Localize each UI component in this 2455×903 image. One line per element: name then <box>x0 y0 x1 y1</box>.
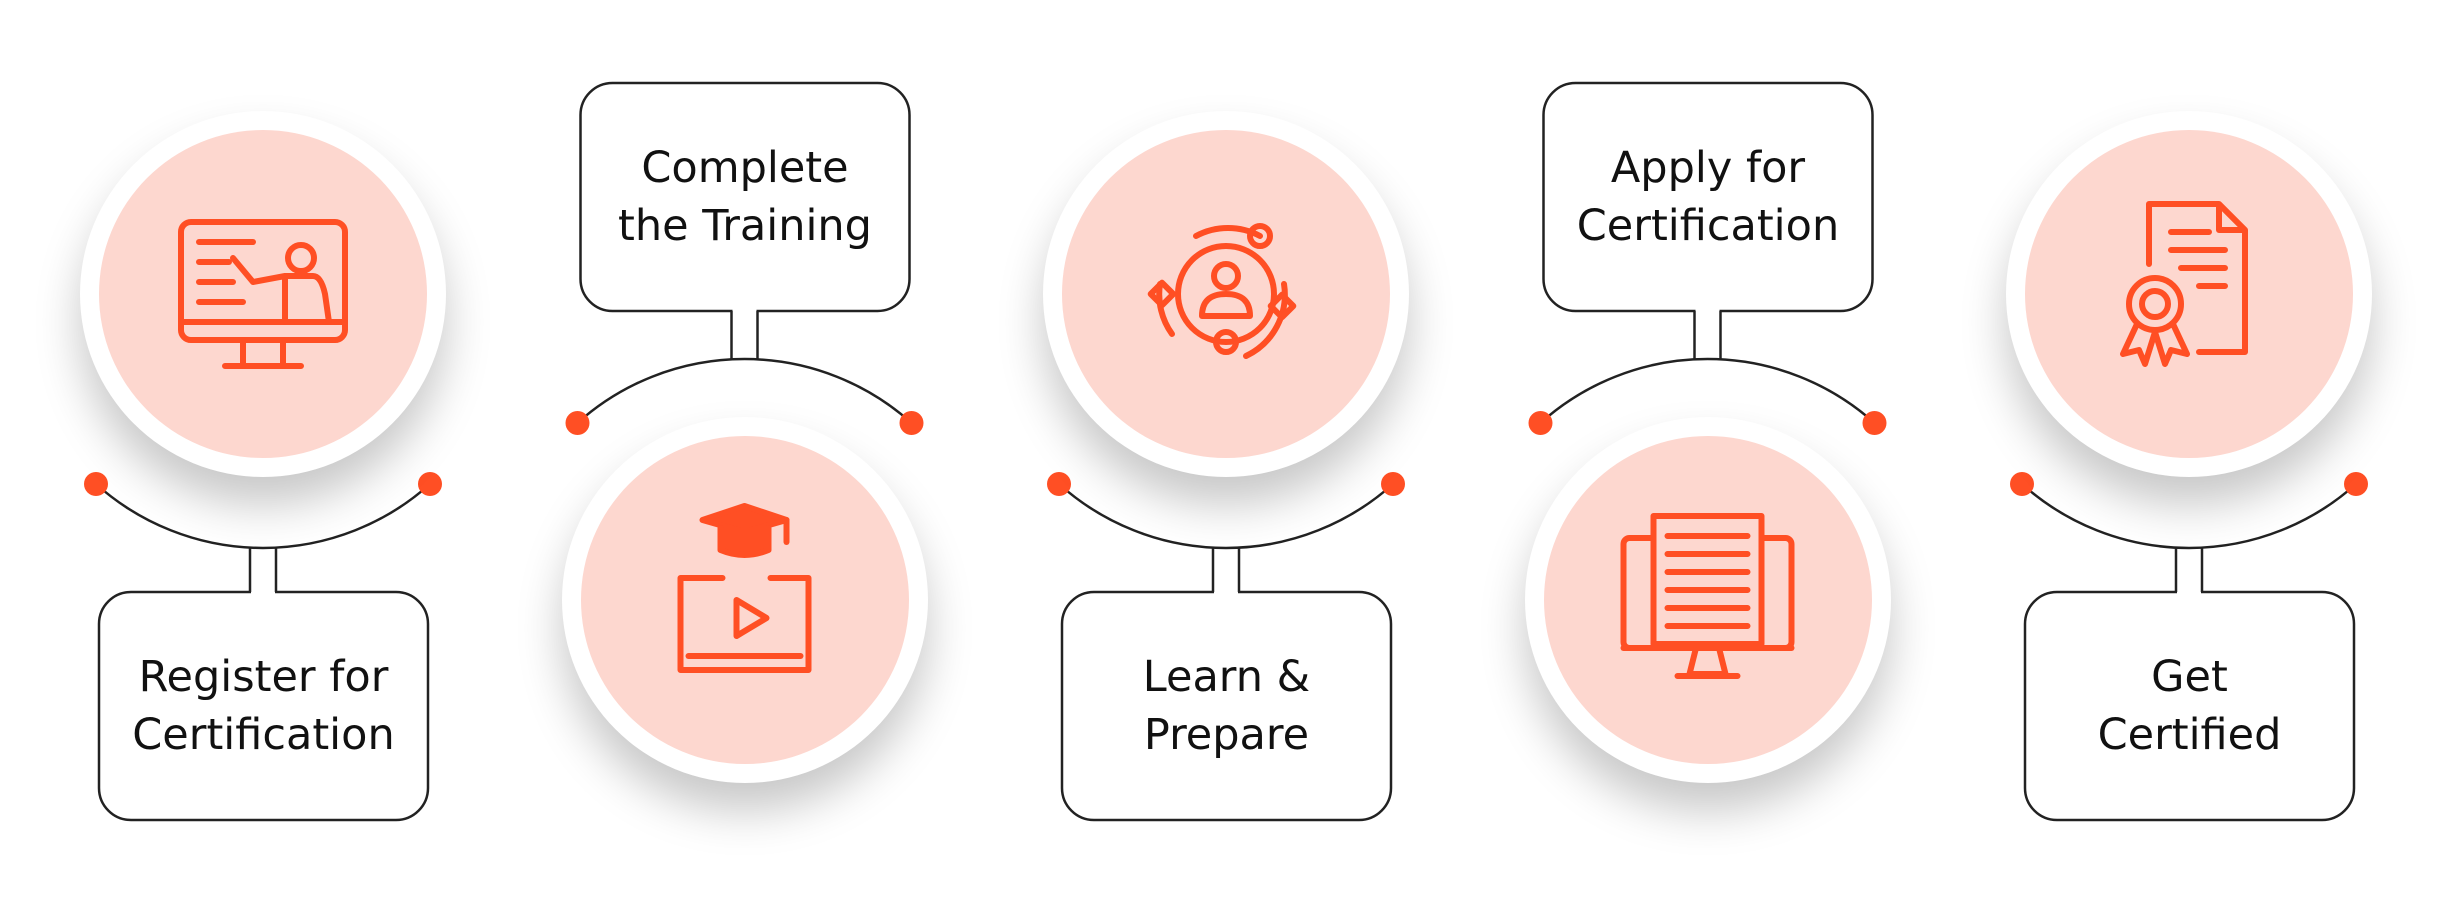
step-label-line: Complete <box>641 143 849 193</box>
step-circle <box>561 417 928 783</box>
connector-dot <box>2344 472 2368 496</box>
step-label-line: Certification <box>132 710 395 760</box>
step-connector <box>2010 472 2368 822</box>
step-label-line: Register for <box>138 652 389 702</box>
online-teaching-monitor-icon <box>178 219 348 369</box>
certificate-document-icon <box>2120 201 2248 367</box>
arc-connector <box>1058 483 1394 550</box>
step-circle-fill <box>99 130 427 458</box>
step-circle <box>1524 417 1891 783</box>
step-label-line: Certification <box>1576 201 1840 251</box>
online-application-monitor-icon <box>1620 513 1795 679</box>
video-course-graduation-cap-icon <box>677 503 812 673</box>
step-label: Complete the Training <box>581 83 910 311</box>
step-label-line: Learn & <box>1142 652 1311 702</box>
connector-dot <box>899 411 924 435</box>
connector-dot <box>2010 472 2034 496</box>
arc-connector <box>1539 357 1876 424</box>
arc-connector <box>576 357 913 424</box>
step-label: Learn & Prepare <box>1062 592 1391 820</box>
step-connector <box>84 472 442 822</box>
connector-dot <box>1528 411 1553 435</box>
connector-dot <box>565 411 590 435</box>
connector-dot <box>1047 472 1071 496</box>
step-connector <box>1528 81 1887 435</box>
step-circle-fill <box>2025 130 2353 458</box>
step-label-line: Prepare <box>1143 710 1310 760</box>
connector-dot <box>1862 411 1887 435</box>
step-circle-fill <box>580 436 909 764</box>
step-connector <box>565 81 924 435</box>
step-circle <box>2006 111 2372 477</box>
step-label-line: Apply for <box>1610 143 1806 193</box>
step-label-line: Get <box>2151 652 2228 702</box>
connector-dot <box>84 472 108 496</box>
step-label-line: Certified <box>2097 710 2282 760</box>
learner-cycle-icon <box>1147 223 1297 359</box>
connector-dot <box>1381 472 1405 496</box>
step-label-line: the Training <box>618 201 872 251</box>
arc-connector <box>2021 483 2357 550</box>
connector-dot <box>418 472 442 496</box>
step-connector <box>1047 472 1405 822</box>
arc-connector <box>95 483 431 550</box>
step-circle <box>80 111 446 477</box>
